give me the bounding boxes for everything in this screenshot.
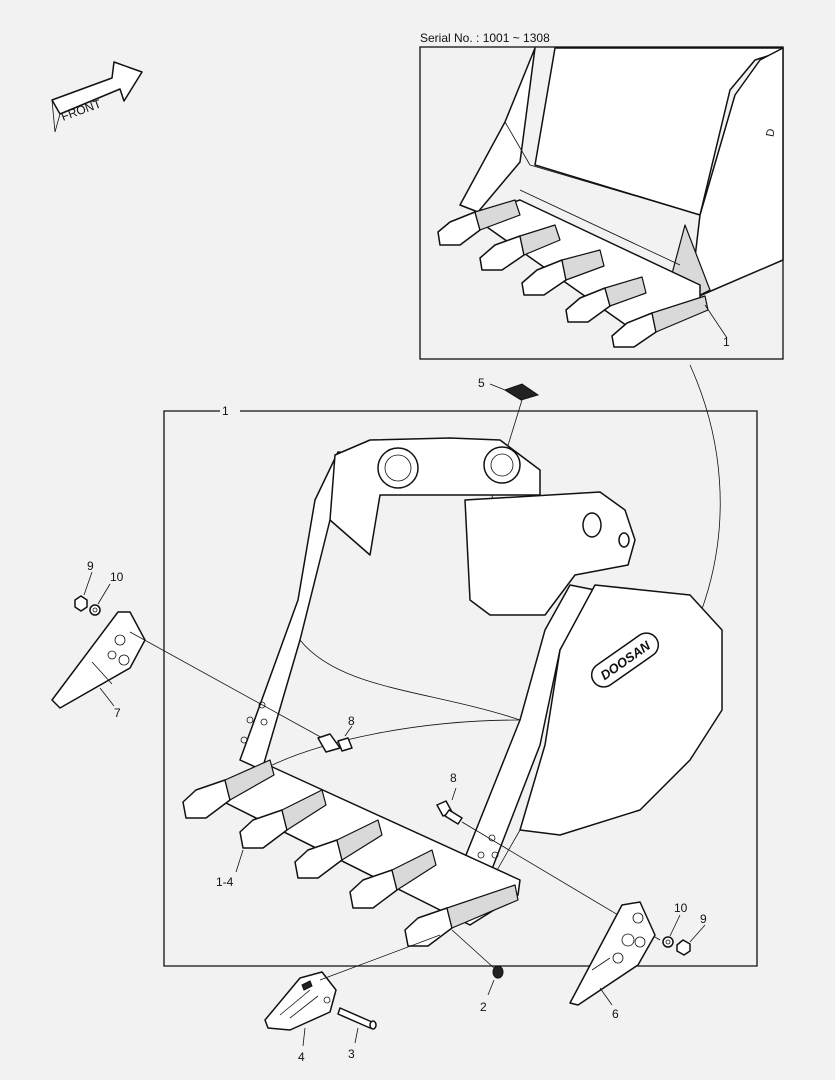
callout-10-right: 10 xyxy=(674,901,688,915)
inset-logo-icon: D xyxy=(764,128,777,138)
main-teeth xyxy=(182,759,519,947)
callout-1-4: 1-4 xyxy=(216,875,234,889)
serial-number-label: Serial No. : 1001 ~ 1308 xyxy=(420,31,550,45)
callout-1-inset: 1 xyxy=(723,335,730,349)
inset-bucket-drawing: D 1 xyxy=(437,47,784,349)
washer-left-icon xyxy=(89,604,101,616)
callout-10-left: 10 xyxy=(110,570,124,584)
bucket-assembly-frame xyxy=(163,410,758,967)
callout-8-right: 8 xyxy=(450,771,457,785)
callout-2: 2 xyxy=(480,1000,487,1014)
callout-7: 7 xyxy=(114,706,121,720)
nut-left-icon xyxy=(74,595,88,612)
nut-right-icon xyxy=(676,939,691,956)
side-cutter-left xyxy=(51,611,146,709)
callout-5: 5 xyxy=(478,376,485,390)
tooth-pin-icon xyxy=(337,1007,377,1030)
lock-ring-icon xyxy=(492,965,504,979)
callout-9-right: 9 xyxy=(700,912,707,926)
inset-teeth xyxy=(437,199,709,348)
front-arrow-icon: FRONT xyxy=(51,61,143,133)
callout-4: 4 xyxy=(298,1050,305,1064)
bolt-left-icon xyxy=(317,733,353,753)
main-bucket-drawing: DOOSAN xyxy=(219,437,723,926)
nameplate-icon xyxy=(503,383,540,401)
callout-1-main: 1 xyxy=(222,404,229,418)
bolt-right-icon xyxy=(436,800,463,825)
callout-9-left: 9 xyxy=(87,559,94,573)
callout-3: 3 xyxy=(348,1047,355,1061)
washer-right-icon xyxy=(662,936,674,948)
callout-8-left: 8 xyxy=(348,714,355,728)
callout-6: 6 xyxy=(612,1007,619,1021)
side-cutter-right xyxy=(569,901,656,1006)
tooth-point-icon xyxy=(264,971,337,1031)
